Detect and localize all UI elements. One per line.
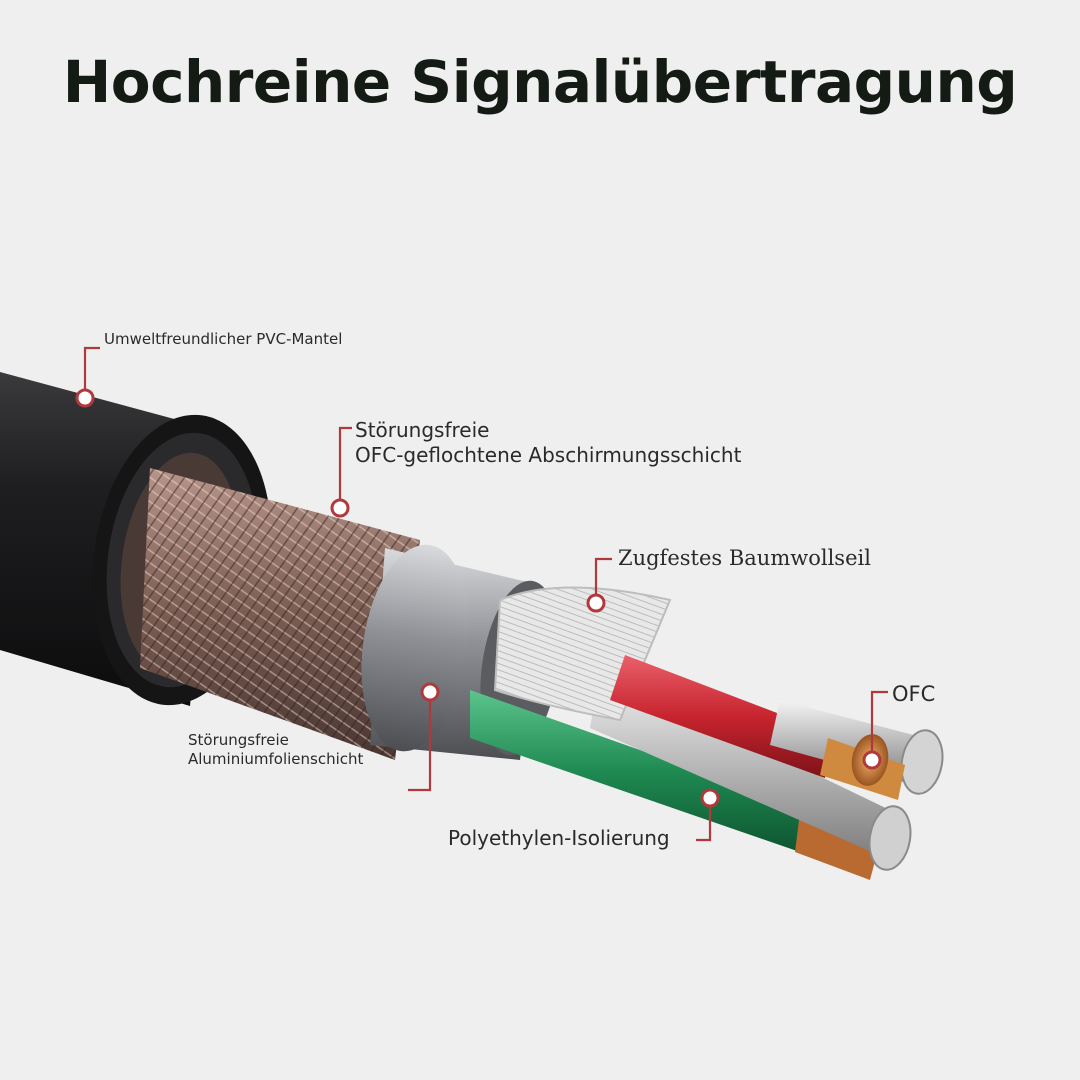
- marker-insulation: [700, 788, 720, 808]
- label-shield-line2: OFC-geflochtene Abschirmungsschicht: [355, 443, 742, 467]
- label-aluminium-foil: Störungsfreie Aluminiumfolienschicht: [188, 731, 363, 769]
- label-insulation: Polyethylen-Isolierung: [448, 826, 670, 850]
- green-wire: [470, 690, 880, 880]
- marker-shield: [330, 498, 350, 518]
- label-shield-line1: Störungsfreie: [355, 418, 490, 442]
- marker-ofc: [862, 750, 882, 770]
- label-cotton-rope: Zugfestes Baumwollseil: [618, 546, 871, 570]
- braided-shield: [140, 468, 420, 760]
- annotation-lines: [83, 346, 888, 842]
- label-alu-line2: Aluminiumfolienschicht: [188, 749, 364, 768]
- marker-alu: [420, 682, 440, 702]
- label-alu-line1: Störungsfreie: [188, 731, 289, 749]
- marker-rope: [586, 593, 606, 613]
- label-pvc-jacket: Umweltfreundlicher PVC-Mantel: [104, 330, 343, 348]
- annotation-markers: [75, 388, 882, 808]
- marker-pvc: [75, 388, 95, 408]
- page-title: Hochreine Signalübertragung: [62, 48, 1018, 116]
- label-ofc: OFC: [892, 682, 936, 706]
- label-braided-shield: Störungsfreie OFC-geflochtene Abschirmun…: [355, 418, 741, 468]
